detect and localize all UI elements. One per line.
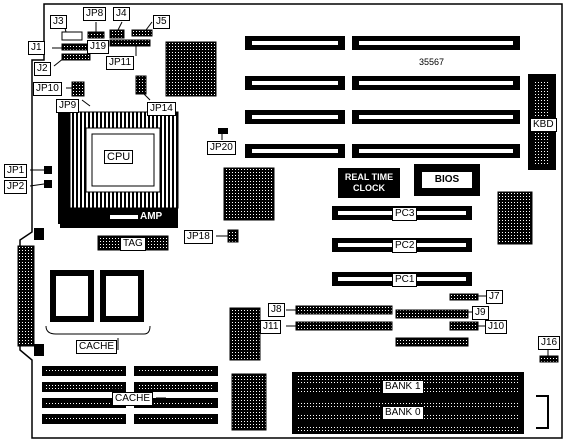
- label-j7: J7: [486, 290, 503, 304]
- label-j1: J1: [28, 41, 45, 55]
- label-jp9: JP9: [56, 99, 80, 113]
- cache-sockets: [42, 366, 218, 424]
- label-rtc-1: REAL TIME: [344, 172, 394, 182]
- label-jp8: JP8: [83, 7, 107, 21]
- label-rtc-2: CLOCK: [353, 183, 385, 193]
- label-j3: J3: [50, 15, 67, 29]
- label-pc1: PC1: [392, 273, 418, 287]
- label-j8: J8: [268, 303, 285, 317]
- jumper-blocks: [44, 29, 239, 243]
- label-j4: J4: [113, 7, 130, 21]
- label-tag: TAG: [120, 237, 146, 251]
- label-jp2: JP2: [4, 180, 28, 194]
- headers: [295, 293, 559, 363]
- label-j11: J11: [260, 320, 282, 334]
- rtc-chip: [338, 168, 400, 198]
- label-jp10: JP10: [33, 82, 62, 96]
- cpu-socket: [58, 111, 179, 228]
- label-j9: J9: [472, 306, 489, 320]
- label-jp1: JP1: [4, 164, 28, 178]
- label-j2: J2: [34, 62, 51, 76]
- label-pc3: PC3: [392, 207, 418, 221]
- label-bank1: BANK 1: [382, 380, 424, 394]
- label-jp14: JP14: [147, 102, 176, 116]
- label-j5: J5: [153, 15, 170, 29]
- isa-slots: [245, 36, 520, 158]
- part-number: 35567: [419, 57, 445, 67]
- io-connector: [17, 228, 44, 356]
- label-cpu: CPU: [104, 150, 134, 164]
- leader-lines: [29, 21, 549, 399]
- label-j16: J16: [538, 336, 561, 350]
- label-cache-bottom: CACHE: [112, 392, 154, 406]
- label-kbd: KBD: [530, 118, 557, 132]
- label-bios: BIOS: [434, 174, 460, 185]
- label-pc2: PC2: [392, 239, 418, 253]
- label-cache-left: CACHE: [76, 340, 118, 354]
- board-outline: [19, 3, 563, 439]
- label-jp18: JP18: [184, 230, 213, 244]
- label-j10: J10: [485, 320, 508, 334]
- label-j19: J19: [87, 40, 110, 54]
- label-amp: AMP: [140, 211, 163, 222]
- label-jp11: JP11: [106, 56, 135, 70]
- chips: [165, 41, 533, 431]
- label-bank0: BANK 0: [382, 406, 424, 420]
- label-jp20: JP20: [207, 141, 236, 155]
